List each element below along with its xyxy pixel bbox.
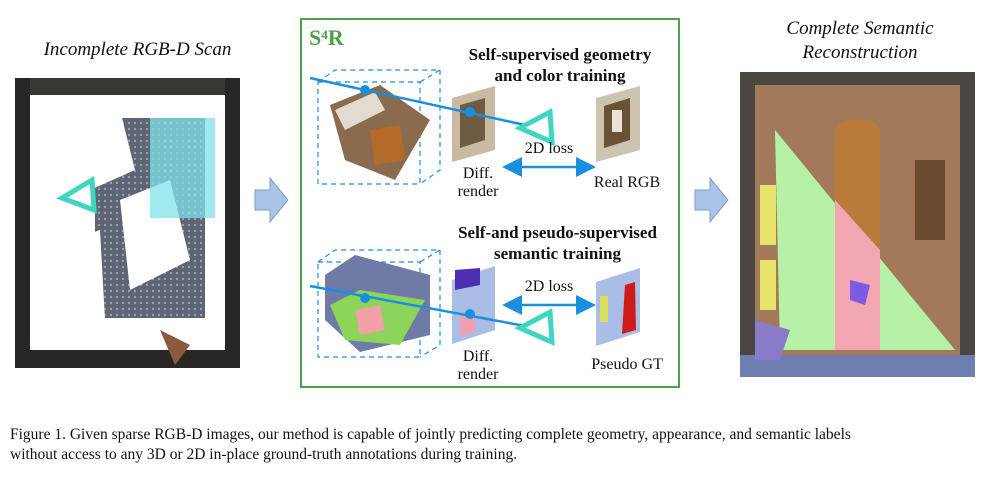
arrow-right-2 xyxy=(694,176,729,224)
bottom-ray xyxy=(309,284,526,328)
left-panel-title: Incomplete RGB-D Scan xyxy=(43,39,232,60)
bottom-target-label: Pseudo GT xyxy=(591,356,663,373)
complete-reconstruction-image xyxy=(740,72,975,377)
top-loss-label: 2D loss xyxy=(524,140,574,157)
top-real-rgb-image xyxy=(596,86,640,162)
bottom-camera-icon xyxy=(514,307,555,346)
top-render-label-line2: render xyxy=(457,183,499,200)
bottom-ray-point-1 xyxy=(360,293,370,303)
caption-line-2: without access to any 3D or 2D in-place … xyxy=(10,446,518,463)
top-target-label: Real RGB xyxy=(593,174,661,191)
top-heading-line1: Self-supervised geometry xyxy=(468,45,652,64)
bottom-loss-label: 2D loss xyxy=(524,278,574,295)
top-render-label-line1: Diff. xyxy=(462,165,494,182)
bottom-render-label-line1: Diff. xyxy=(462,348,494,365)
bottom-pseudo-gt-image xyxy=(596,268,640,346)
s4r-method-box xyxy=(300,18,680,388)
right-panel-title-line1: Complete Semantic xyxy=(786,18,934,39)
incomplete-scan-image xyxy=(15,78,240,368)
caption-line-1: Figure 1. Given sparse RGB-D images, our… xyxy=(10,426,851,443)
bottom-heading-line1: Self-and pseudo-supervised xyxy=(458,223,657,242)
figure-caption: Figure 1. Given sparse RGB-D images, our… xyxy=(10,425,990,465)
arrow-right-1 xyxy=(254,176,289,224)
right-panel-title-line2: Reconstruction xyxy=(802,42,918,63)
bottom-ray-point-2 xyxy=(465,309,475,319)
bottom-render-label-line2: render xyxy=(457,366,499,383)
top-voxel-cube xyxy=(317,69,443,185)
top-heading-line2: and color training xyxy=(494,66,626,85)
camera-icon xyxy=(56,175,97,214)
s4r-label: S⁴R xyxy=(309,25,344,50)
bottom-heading-line2: semantic training xyxy=(493,244,622,263)
top-ray xyxy=(309,76,526,127)
top-ray-point-1 xyxy=(360,85,370,95)
top-ray-point-2 xyxy=(465,107,475,117)
top-camera-icon xyxy=(514,107,555,146)
